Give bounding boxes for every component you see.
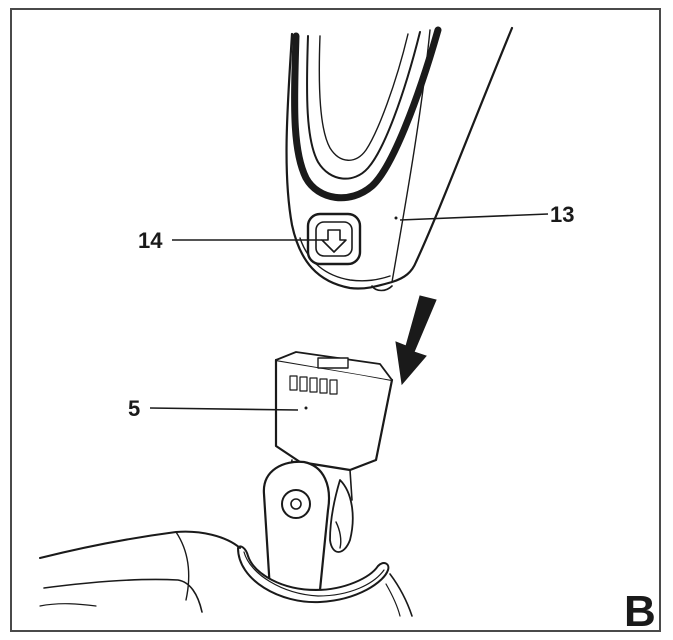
insertion-arrow <box>395 295 437 386</box>
leader-line-13 <box>399 213 549 221</box>
panel-letter: B <box>624 587 656 636</box>
figure-frame <box>10 8 661 632</box>
leader-lines <box>149 213 549 411</box>
callout-label-13: 13 <box>550 202 574 227</box>
handle <box>285 26 514 292</box>
connector <box>237 351 394 604</box>
contact-pins <box>289 375 338 395</box>
base-body <box>39 530 413 617</box>
callout-label-5: 5 <box>128 396 140 421</box>
callout-label-14: 14 <box>138 228 163 253</box>
leader-line-5 <box>149 407 299 411</box>
